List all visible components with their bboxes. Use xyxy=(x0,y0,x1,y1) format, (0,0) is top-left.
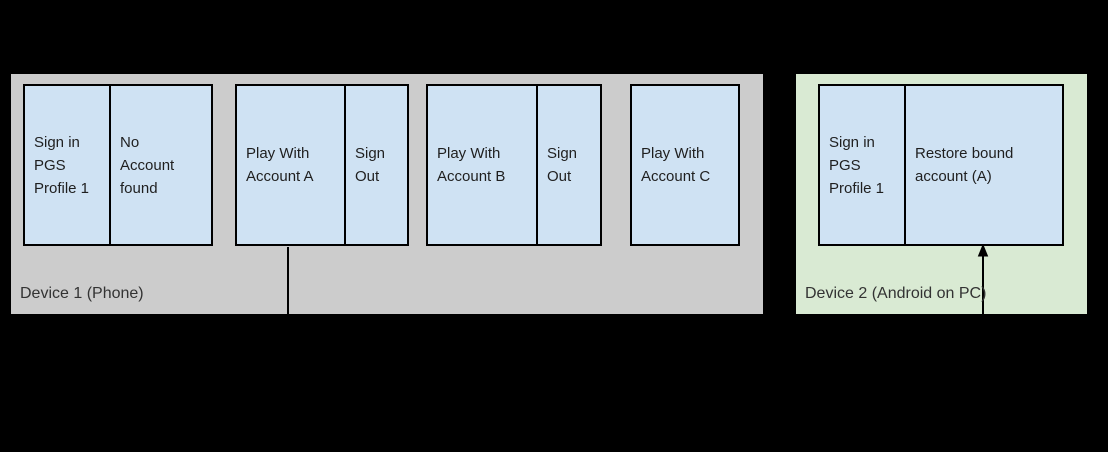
device2-label: Device 2 (Android on PC) xyxy=(805,285,987,302)
step-no-account-found: No Account found xyxy=(109,86,211,244)
step-box-signin-restore: Sign in PGS Profile 1 Restore bound acco… xyxy=(818,84,1064,246)
step-sign-in-pgs-profile-1: Sign in PGS Profile 1 xyxy=(34,133,90,197)
step-restore-bound-account-a: Restore bound account (A) xyxy=(904,86,1062,244)
step-sign-in-pgs-profile-1-device2: Sign in PGS Profile 1 xyxy=(829,133,885,197)
step-box-play-b-signout: Play With Account B Sign Out xyxy=(426,84,602,246)
step-box-signin-noaccount: Sign in PGS Profile 1 No Account found xyxy=(23,84,213,246)
step-sign-out-b: Sign Out xyxy=(536,86,600,244)
device1-label: Device 1 (Phone) xyxy=(20,285,144,302)
step-sign-out-a: Sign Out xyxy=(344,86,407,244)
step-play-with-account-a: Play With Account A xyxy=(246,145,314,185)
step-play-with-account-b: Play With Account B xyxy=(437,145,506,185)
step-box-play-a-signout: Play With Account A Sign Out xyxy=(235,84,409,246)
step-play-with-account-c: Play With Account C xyxy=(641,145,711,185)
step-box-play-c: Play With Account C xyxy=(630,84,740,246)
